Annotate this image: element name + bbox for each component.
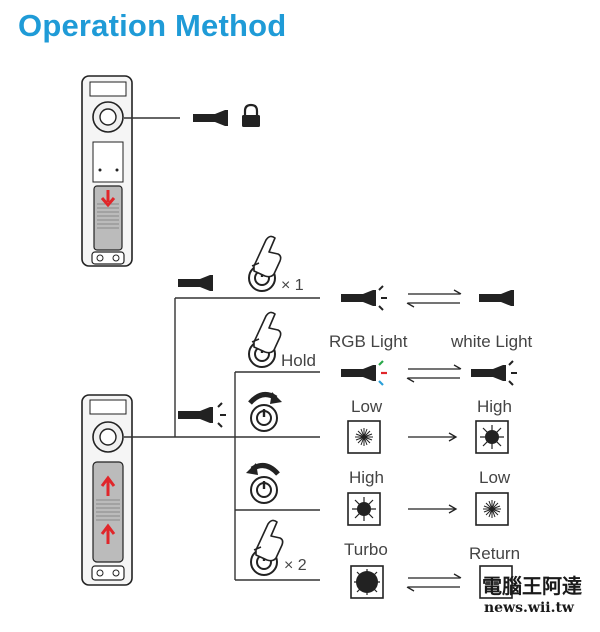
connector-lines bbox=[124, 297, 320, 581]
beam-icon bbox=[217, 402, 227, 428]
lock-icon bbox=[242, 103, 260, 127]
toggle-arrows bbox=[406, 289, 462, 308]
turbo-icon bbox=[350, 565, 384, 599]
brightness-low-icon bbox=[475, 492, 509, 526]
hold-label: Hold bbox=[281, 351, 316, 370]
mode-rgb-light: RGB Light bbox=[329, 332, 408, 351]
press-button-icon bbox=[247, 311, 282, 369]
flashlight-icon bbox=[193, 110, 228, 126]
mode-high-2: High bbox=[349, 468, 384, 487]
brightness-high-icon bbox=[475, 420, 509, 454]
flashlight-icon bbox=[341, 365, 376, 381]
device-top bbox=[81, 75, 133, 267]
beam-icon bbox=[508, 360, 518, 386]
watermark: 電腦王阿達 news.wii.tw bbox=[482, 574, 582, 616]
press-button-icon bbox=[249, 519, 284, 577]
rotate-clockwise-icon bbox=[248, 391, 282, 433]
toggle-arrows bbox=[406, 573, 462, 592]
toggle-arrows bbox=[406, 364, 462, 383]
flashlight-icon bbox=[178, 407, 213, 423]
mode-white-light: white Light bbox=[450, 332, 533, 351]
page-title: Operation Method bbox=[18, 8, 287, 43]
mode-low: Low bbox=[351, 397, 383, 416]
mode-return: Return bbox=[469, 544, 520, 563]
brightness-high-icon bbox=[347, 492, 381, 526]
flashlight-icon bbox=[479, 290, 514, 306]
flashlight-icon bbox=[471, 365, 506, 381]
watermark-url: news.wii.tw bbox=[484, 600, 575, 616]
mode-turbo: Turbo bbox=[344, 540, 388, 559]
flashlight-icon bbox=[178, 275, 213, 291]
mode-high: High bbox=[477, 397, 512, 416]
watermark-name: 電腦王阿達 bbox=[482, 574, 582, 598]
single-click-count: × 1 bbox=[281, 277, 304, 294]
press-button-icon bbox=[247, 235, 282, 293]
brightness-low-icon bbox=[347, 420, 381, 454]
rgb-beam-icon bbox=[378, 360, 387, 386]
mode-low-2: Low bbox=[479, 468, 511, 487]
double-click-count: × 2 bbox=[284, 557, 307, 574]
device-bottom bbox=[81, 394, 133, 586]
flashlight-icon bbox=[341, 290, 376, 306]
rotate-counterclockwise-icon bbox=[246, 462, 280, 505]
beam-icon bbox=[378, 285, 388, 311]
